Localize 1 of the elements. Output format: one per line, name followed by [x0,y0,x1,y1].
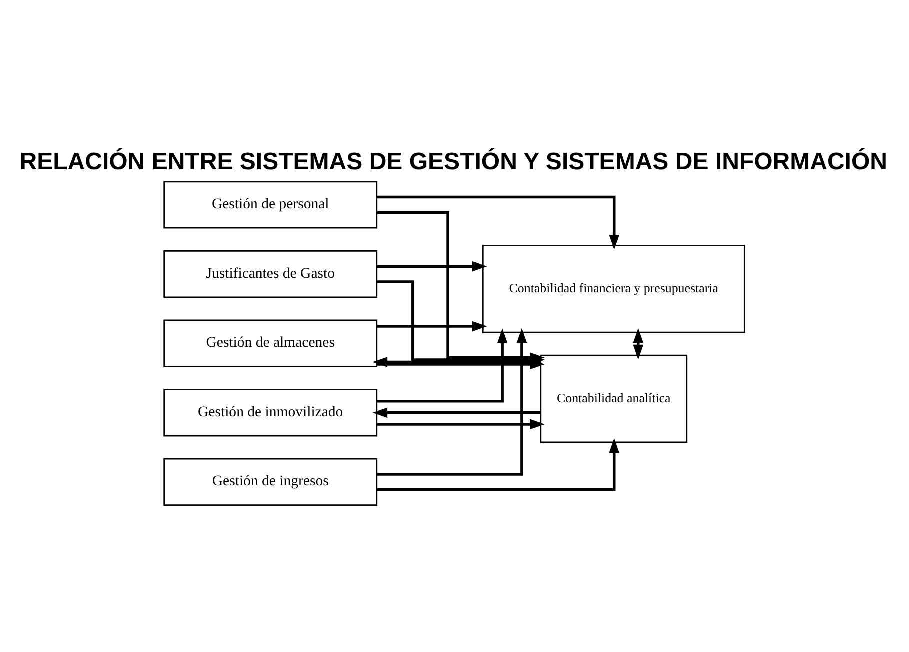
diagram-title: RELACIÓN ENTRE SISTEMAS DE GESTIÓN Y SISTEMAS DE INFORMACIÓN [20,148,888,176]
